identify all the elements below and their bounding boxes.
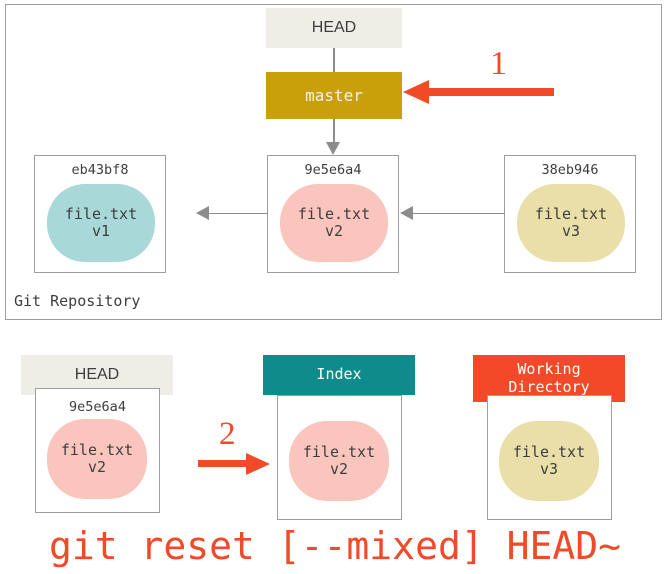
commit-hash: 9e5e6a4 [304,162,362,178]
commit-blob: file.txt v2 [280,184,388,262]
blob-filename: file.txt [534,205,608,224]
blob-filename: file.txt [512,443,586,462]
step-2-number: 2 [219,416,236,452]
git-repository-label: Git Repository [14,292,141,310]
commit-box-eb43bf8: eb43bf8 file.txt v1 [34,155,166,273]
blob-version: v2 [87,458,107,476]
panel-blob: file.txt v2 [289,421,389,501]
panel-body-index: file.txt v2 [277,395,402,520]
blob-version: v1 [91,222,111,240]
panel-body-working-directory: file.txt v3 [487,395,612,520]
blob-version: v2 [329,460,349,478]
panel-title-line-1: Working [517,360,581,379]
connector-master-to-commit-arrowhead [326,142,340,155]
parent-link-arrow-head-icon [400,206,413,220]
parent-link-shaft [412,212,505,215]
panel-title-line-2: Directory [508,377,590,396]
step-2-arrow-head-icon [246,452,270,475]
master-branch-box: master [266,72,402,119]
blob-filename: file.txt [302,443,376,462]
commit-hash: 38eb946 [541,162,599,178]
panel-blob: file.txt v3 [499,421,599,501]
connector-master-to-commit-line [333,119,335,146]
commit-blob: file.txt v3 [517,184,625,262]
blob-filename: file.txt [297,205,371,224]
panel-body-head: 9e5e6a4 file.txt v2 [35,388,160,513]
commit-blob: file.txt v1 [47,184,155,262]
blob-filename: file.txt [60,441,134,460]
step-1-number: 1 [490,45,507,82]
step-2-arrow-shaft [198,460,250,467]
panel-hash: 9e5e6a4 [69,399,126,415]
step-1-arrow-shaft [427,88,554,96]
panel-title: Working Directory [508,361,589,395]
panel-title: Index [316,365,362,384]
parent-link-shaft [208,212,268,215]
blob-version: v2 [324,222,344,240]
blob-version: v3 [561,222,581,240]
panel-title: HEAD [74,365,120,383]
command-caption: git reset [--mixed] HEAD~ [49,524,621,568]
panel-header-working-directory: Working Directory [473,355,625,402]
panel-header-index: Index [263,355,415,395]
master-branch-label: master [305,86,363,105]
head-ref-label: HEAD [311,19,357,36]
step-1-arrow-head-icon [403,80,429,104]
commit-box-9e5e6a4: 9e5e6a4 file.txt v2 [267,155,399,273]
commit-box-38eb946: 38eb946 file.txt v3 [504,155,636,273]
head-ref-box: HEAD [266,8,402,48]
blob-version: v3 [539,460,559,478]
parent-link-arrow-head-icon [196,206,209,220]
commit-hash: eb43bf8 [71,162,129,178]
blob-filename: file.txt [64,205,138,224]
connector-head-to-master [333,48,335,72]
panel-blob: file.txt v2 [47,419,147,499]
